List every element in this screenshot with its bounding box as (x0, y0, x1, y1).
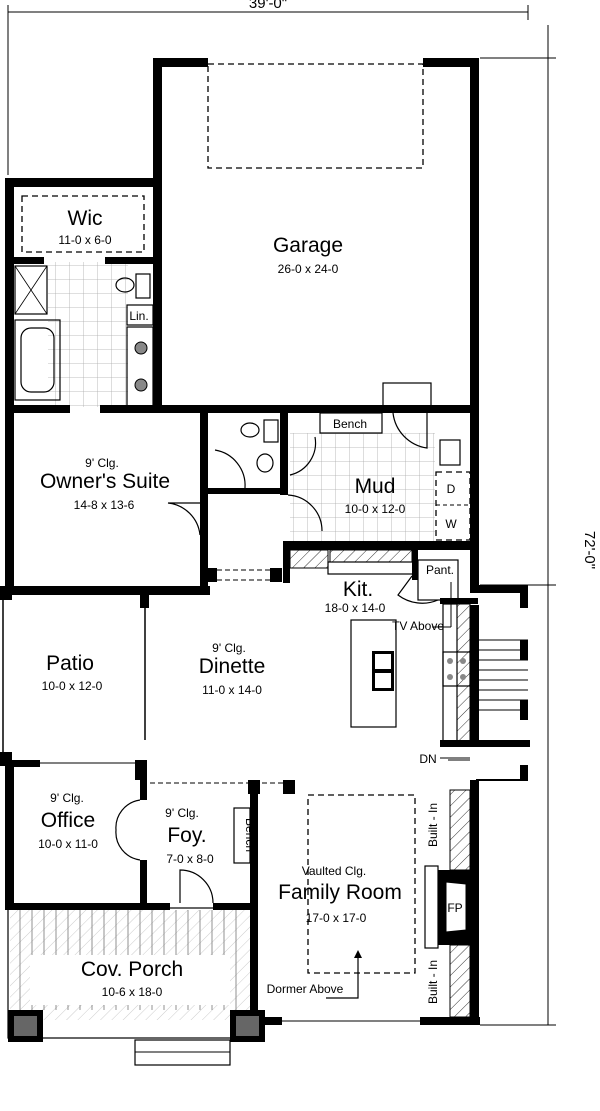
stairs: DN (419, 413, 530, 781)
mud-bench-label: Bench (333, 417, 367, 431)
linen-label: Lin. (129, 309, 148, 323)
washer-label: W (445, 517, 457, 531)
suite-door (167, 502, 201, 536)
width-label: 39'-0" (249, 0, 287, 12)
dryer-label: D (447, 482, 456, 496)
foyer-size: 7-0 x 8-0 (166, 852, 214, 866)
suite-name: Owner's Suite (40, 470, 170, 493)
dinette-name: Dinette (199, 655, 266, 678)
hall-bath (200, 405, 288, 582)
bath-tile (48, 262, 128, 407)
office-size: 10-0 x 11-0 (38, 837, 98, 851)
dimension-depth: 72'-0" (480, 25, 598, 1026)
wic-name: Wic (68, 207, 103, 230)
kitchen-size: 18-0 x 14-0 (325, 601, 386, 615)
office: 9' Clg. Office 10-0 x 11-0 (5, 760, 170, 910)
laundry-sink (439, 439, 461, 466)
patio-size: 10-0 x 12-0 (42, 679, 103, 693)
garage-size: 26-0 x 24-0 (278, 262, 339, 276)
foyer-name: Foy. (167, 824, 206, 847)
builtin-bottom-label: Built - In (426, 960, 440, 1004)
foyer: Bench 9' Clg. Foy. 7-0 x 8-0 (150, 780, 295, 910)
garage-step (382, 382, 432, 409)
family-room: FP Built - In Built - In Vaulted Clg. Fa… (250, 780, 480, 1025)
kitchen-name: Kit. (343, 578, 373, 601)
office-name: Office (41, 809, 95, 832)
patio: Patio 10-0 x 12-0 (0, 586, 103, 766)
office-doors (115, 799, 141, 861)
mud-room: Bench D W Mud 10-0 x 12-0 (280, 412, 475, 583)
family-name: Family Room (278, 881, 402, 904)
suite-size: 14-8 x 13-6 (74, 498, 135, 512)
tv-label: TV Above (392, 619, 444, 633)
garage-name: Garage (273, 234, 343, 257)
pantry-label: Pant. (426, 563, 454, 577)
foyer-ceiling: 9' Clg. (165, 806, 199, 820)
dinette-size: 11-0 x 14-0 (202, 683, 262, 697)
front-door (179, 869, 214, 904)
dormer-label: Dormer Above (267, 982, 344, 996)
mud-name: Mud (355, 475, 396, 498)
stairs-dn-label: DN (419, 752, 436, 766)
fireplace-label: FP (447, 901, 462, 915)
builtin-top-label: Built - In (426, 803, 440, 847)
shower (14, 265, 48, 315)
dinette-ceiling: 9' Clg. (212, 641, 246, 655)
kitchen: Pant. Kit. 18-0 x 14-0 TV Above (289, 549, 478, 745)
bathtub (14, 319, 61, 401)
family-ceiling: Vaulted Clg. (302, 864, 366, 878)
suite-ceiling: 9' Clg. (85, 456, 119, 470)
garage-door-overhead (207, 63, 424, 169)
family-size: 17-0 x 17-0 (306, 911, 367, 925)
dinette: 9' Clg. Dinette 11-0 x 14-0 (140, 586, 265, 740)
dormer-outline (307, 794, 416, 974)
depth-label: 72'-0" (581, 531, 598, 569)
patio-name: Patio (46, 652, 94, 675)
kitchen-island (350, 619, 397, 728)
porch-name: Cov. Porch (81, 958, 183, 981)
dimension-width: 39'-0" (7, 0, 529, 175)
owners-wic-bath: Wic 11-0 x 6-0 Lin. (5, 178, 475, 590)
office-ceiling: 9' Clg. (50, 791, 84, 805)
mud-size: 10-0 x 12-0 (345, 502, 406, 516)
mud-bench (319, 412, 383, 434)
vanity (126, 326, 154, 408)
toilet (115, 277, 135, 293)
wic-size: 11-0 x 6-0 (58, 233, 111, 247)
porch-size: 10-6 x 18-0 (102, 985, 163, 999)
garage: Garage 26-0 x 24-0 (153, 58, 479, 413)
pantry-door (397, 575, 439, 604)
owners-suite: 9' Clg. Owner's Suite 14-8 x 13-6 (5, 405, 210, 595)
covered-porch: Cov. Porch 10-6 x 18-0 (7, 907, 265, 1066)
